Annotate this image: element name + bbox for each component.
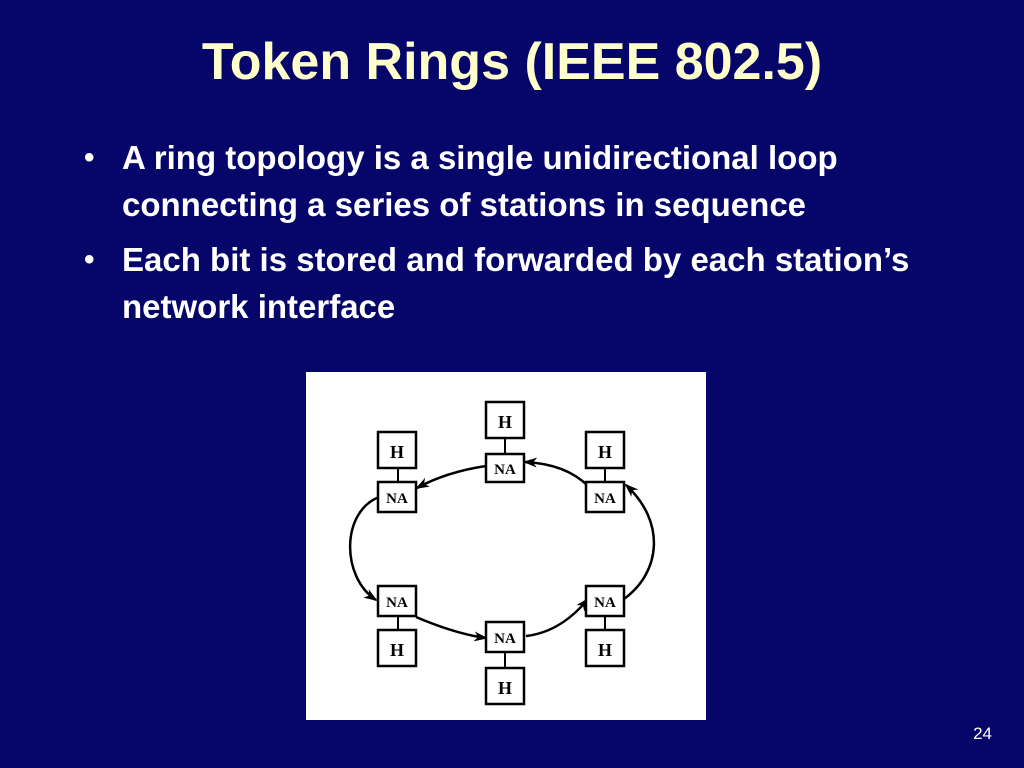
network-adapter-label: NA (386, 491, 408, 507)
network-adapter-box (584, 584, 626, 618)
host-label: H (598, 442, 612, 462)
network-adapter-box (484, 620, 526, 654)
host-label: H (390, 442, 404, 462)
slide-title: Token Rings (IEEE 802.5) (201, 33, 823, 91)
page-number: 24 (973, 724, 992, 743)
network-adapter-box (376, 480, 418, 514)
ring-arrow (525, 597, 590, 638)
ring-arrow (623, 483, 656, 601)
bullet-text: Each bit is stored and forwarded by each… (122, 241, 910, 325)
network-adapter-box (584, 480, 626, 514)
token-ring-svg: H NA H NA H NA (348, 400, 656, 706)
station-bottom: NA H (484, 620, 526, 706)
network-adapter-label: NA (386, 595, 408, 611)
network-adapter-box (376, 584, 418, 618)
bullet-text: A ring topology is a single unidirection… (122, 139, 838, 223)
host-box (484, 666, 526, 706)
host-label: H (498, 678, 512, 698)
host-box (376, 430, 418, 470)
ring-arrow (415, 464, 487, 490)
host-box (584, 430, 626, 470)
network-adapter-box (484, 452, 526, 484)
host-box (376, 628, 418, 668)
network-adapter-label: NA (494, 462, 516, 478)
station-lower-right: NA H (584, 584, 626, 668)
network-adapter-label: NA (594, 595, 616, 611)
ring-links (348, 457, 656, 642)
network-adapter-label: NA (494, 631, 516, 647)
host-label: H (598, 640, 612, 660)
bullet-item: • A ring topology is a single unidirecti… (84, 134, 914, 228)
station-lower-left: NA H (376, 584, 418, 668)
token-ring-diagram: H NA H NA H NA (306, 372, 706, 720)
station-top: H NA (484, 400, 526, 484)
host-box (484, 400, 526, 440)
bullet-item: • Each bit is stored and forwarded by ea… (84, 236, 914, 330)
bullet-list: • A ring topology is a single unidirecti… (84, 134, 914, 338)
host-label: H (498, 412, 512, 432)
host-label: H (390, 640, 404, 660)
station-upper-left: H NA (376, 430, 418, 514)
ring-arrow (348, 495, 380, 602)
bullet-symbol: • (84, 141, 95, 174)
host-box (584, 628, 626, 668)
station-upper-right: H NA (584, 430, 626, 514)
bullet-symbol: • (84, 243, 95, 276)
ring-arrow (523, 457, 589, 487)
network-adapter-label: NA (594, 491, 616, 507)
ring-arrow (415, 615, 488, 642)
